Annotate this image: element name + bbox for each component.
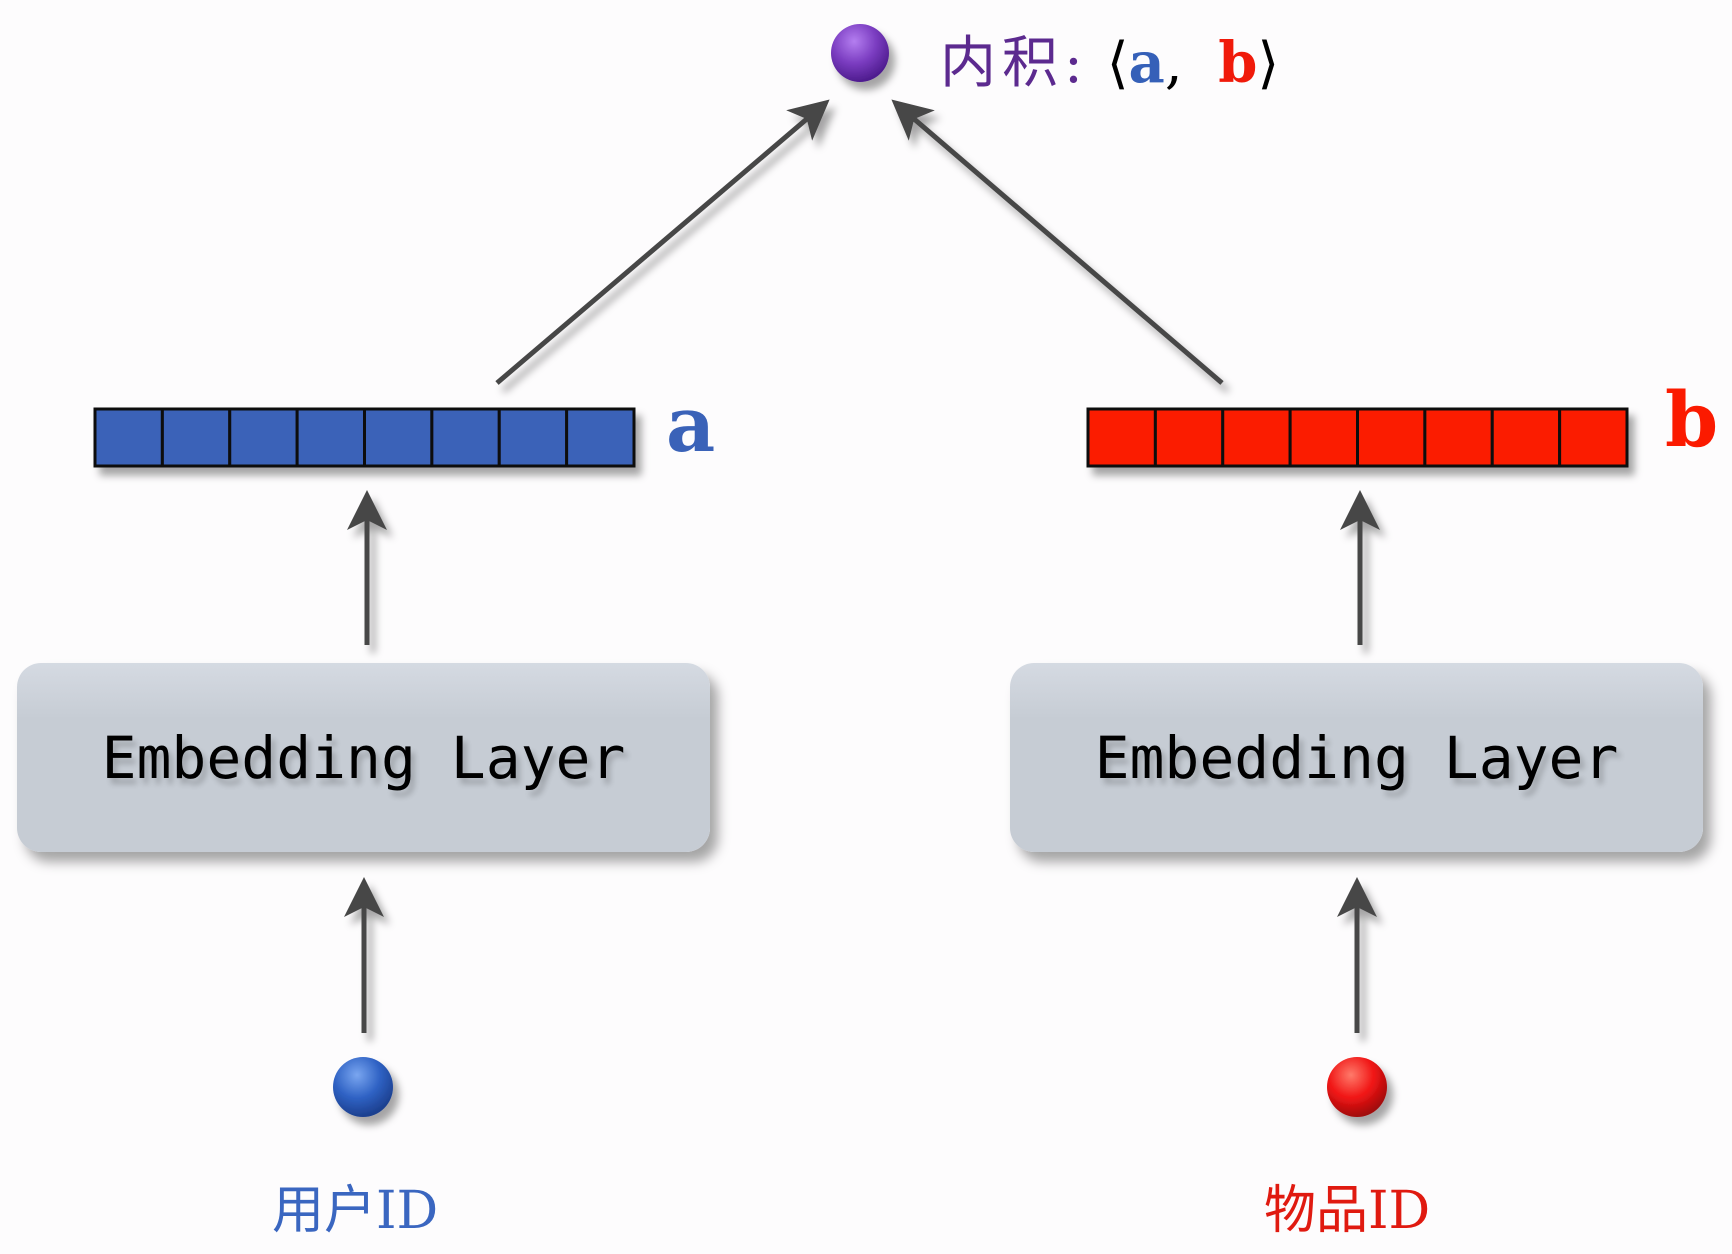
vector-cell [497,407,569,468]
vector-cell [565,407,636,468]
vector-b [1086,407,1629,468]
formula-comma: , [1164,31,1183,96]
item-embedding-layer: Embedding Layer [1010,663,1703,852]
vector-cell [1221,407,1292,468]
item-id-label: 物品ID [1264,1181,1431,1241]
arrow-b-to-output [891,99,1224,385]
vector-cell [1490,407,1562,468]
formula-a: a [1128,30,1165,96]
vector-cell [1153,407,1225,468]
user-embedding-layer-label: Embedding Layer [101,723,626,792]
user-id-node [333,1057,393,1117]
item-id-node [1327,1057,1387,1117]
user-id-label: 用户ID [272,1181,439,1241]
vector-cell [228,407,299,468]
formula-close-bracket: ⟩ [1257,31,1280,96]
vector-cell [295,407,366,468]
formula-open-bracket: ⟨ [1106,31,1129,96]
item-embedding-layer-label: Embedding Layer [1094,723,1619,792]
vector-cell [160,407,232,468]
formula-b: b [1218,30,1258,96]
vector-cell [1288,407,1359,468]
arrow-a-to-output [495,99,830,385]
inner-product-formula: 内积: ⟨a, b⟩ [940,18,1279,99]
user-embedding-layer: Embedding Layer [17,663,710,852]
formula-title: 内积: [940,31,1089,96]
vector-cell [430,407,501,468]
vector-cell [1558,407,1629,468]
vector-a [93,407,636,468]
vector-cell [363,407,434,468]
vector-cell [93,407,164,468]
vector-cell [1356,407,1427,468]
vector-cell [1423,407,1494,468]
output-node [831,24,889,82]
vector-b-label: b [1665,375,1719,464]
vector-a-label: a [666,380,716,469]
vector-cell [1086,407,1157,468]
